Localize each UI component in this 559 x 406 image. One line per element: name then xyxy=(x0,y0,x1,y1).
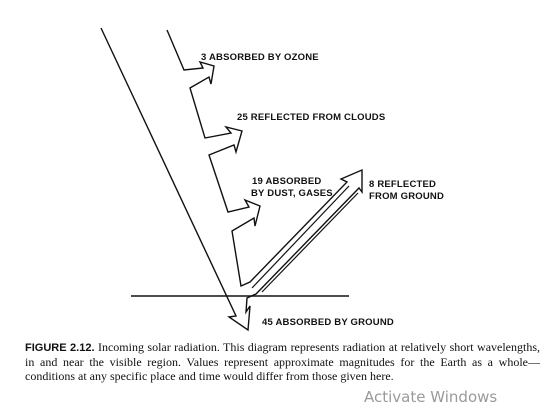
figure-number: FIGURE 2.12. xyxy=(25,342,95,354)
label-absorbed-by-ozone: 3 ABSORBED BY OZONE xyxy=(201,52,319,63)
label-absorbed-by-ground: 45 ABSORBED BY GROUND xyxy=(262,317,394,328)
activate-windows-watermark: Activate Windows xyxy=(364,388,498,406)
ground-reflection-beam-inner-edge-2 xyxy=(251,185,350,289)
ground-reflection-beam-inner-edge xyxy=(261,192,359,293)
label-reflected-from-clouds: 25 REFLECTED FROM CLOUDS xyxy=(237,112,386,123)
label-reflected-from-ground-line1: 8 REFLECTED xyxy=(369,179,437,190)
caption-text: Incoming solar radiation. This diagram r… xyxy=(25,340,541,383)
label-absorbed-by-dust-line2: BY DUST, GASES xyxy=(251,188,333,199)
solar-radiation-diagram: 3 ABSORBED BY OZONE 25 REFLECTED FROM CL… xyxy=(100,27,445,332)
label-reflected-from-ground-line2: FROM GROUND xyxy=(369,191,445,202)
radiation-flow-drawing xyxy=(100,27,363,332)
figure-caption: FIGURE 2.12. Incoming solar radiation. T… xyxy=(25,340,540,383)
label-absorbed-by-dust-line1: 19 ABSORBED xyxy=(252,176,322,187)
incoming-radiation-beam xyxy=(100,27,363,332)
